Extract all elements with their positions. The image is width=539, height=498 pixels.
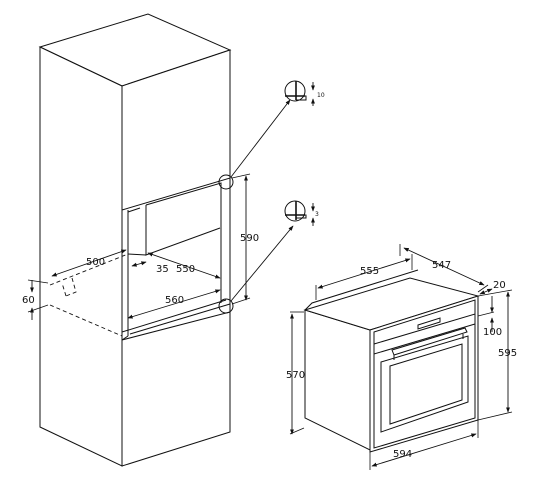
label-550: 550 [176, 264, 195, 275]
label-20: 20 [493, 280, 506, 291]
oven-dimension-lines [289, 244, 513, 470]
label-35: 35 [156, 264, 169, 275]
label-570: 570 [286, 370, 305, 381]
cabinet-dimension-lines [27, 173, 251, 320]
label-3: 3 [315, 211, 319, 218]
detail-symbol-bottom [284, 200, 316, 226]
label-590: 590 [240, 233, 259, 244]
label-560: 560 [165, 295, 184, 306]
label-100: 100 [483, 327, 502, 338]
label-555: 555 [360, 266, 379, 277]
label-500: 500 [86, 257, 105, 268]
detail-markers [218, 99, 294, 314]
label-60: 60 [22, 295, 35, 306]
label-10: 10 [317, 92, 325, 99]
oven [303, 269, 480, 453]
detail-symbol-top [284, 80, 316, 106]
label-547: 547 [432, 260, 451, 271]
label-594: 594 [393, 449, 412, 460]
label-595: 595 [498, 348, 517, 359]
